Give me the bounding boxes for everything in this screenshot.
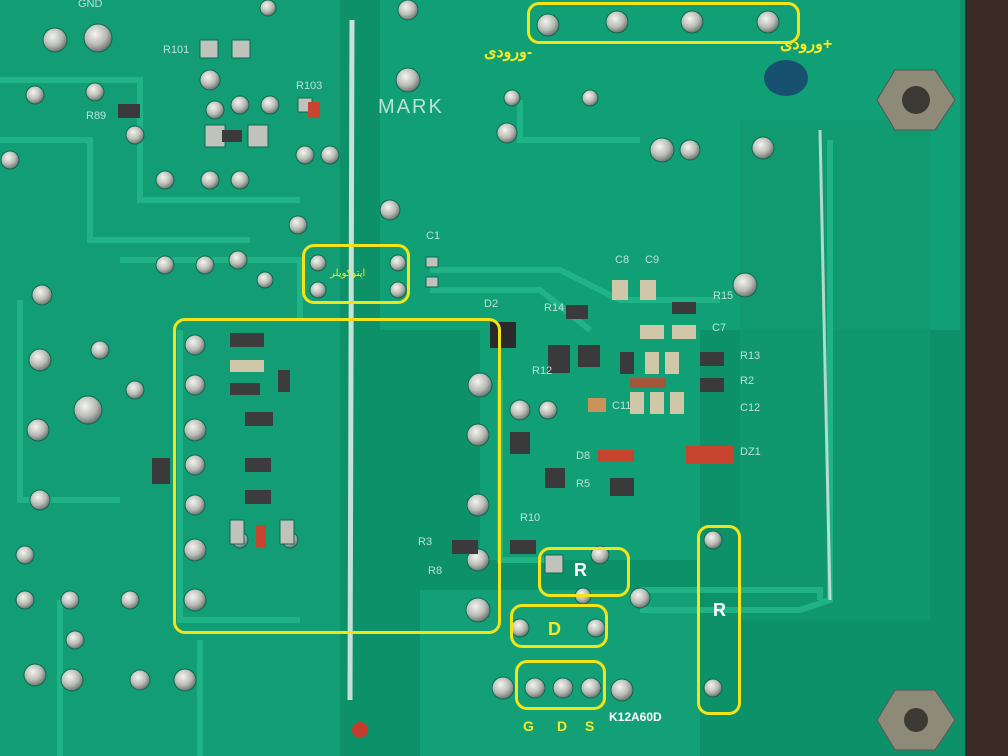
silk-r3: R3 xyxy=(418,536,433,548)
silk-c7: C7 xyxy=(712,322,727,334)
pin-d-label: D xyxy=(557,718,568,734)
silk-r12: R12 xyxy=(532,365,553,377)
silk-c9: C9 xyxy=(645,254,660,266)
smd-components xyxy=(118,102,734,554)
pin-s-label: S xyxy=(585,718,595,734)
d-label: D xyxy=(548,619,561,639)
silk-r5: R5 xyxy=(576,478,591,490)
silk-d8: D8 xyxy=(576,450,591,462)
mounting-nut-bottom xyxy=(876,689,956,751)
silk-c11: C11 xyxy=(612,400,632,412)
r-small-label: R xyxy=(574,560,587,580)
left-components-box xyxy=(173,318,501,634)
silk-r10: R10 xyxy=(520,512,541,524)
silk-r15: R15 xyxy=(713,290,734,302)
r-tall-label: R xyxy=(713,600,726,620)
r-small-box xyxy=(538,547,630,597)
silk-r14: R14 xyxy=(544,302,565,314)
input-negative-label: -ورودی xyxy=(484,44,533,61)
silk-r103: R103 xyxy=(296,80,323,92)
silk-r8: R8 xyxy=(428,565,443,577)
silk-mark: MARK xyxy=(378,96,444,118)
silk-d2: D2 xyxy=(484,298,499,310)
silk-r101: R101 xyxy=(163,44,190,56)
input-positive-label: +ورودی xyxy=(780,36,833,53)
silkscreen-divider-line xyxy=(347,19,355,701)
silk-r2: R2 xyxy=(740,375,755,387)
r-tall-box xyxy=(697,525,741,715)
optocoupler-box xyxy=(302,244,410,304)
input-terminals-box xyxy=(527,2,800,44)
silk-c12: C12 xyxy=(740,402,761,414)
part-number-label: K12A60D xyxy=(609,710,662,724)
silk-r89: R89 xyxy=(86,110,107,122)
silk-r13: R13 xyxy=(740,350,761,362)
optocoupler-label: اپتوکوپلر xyxy=(330,268,366,279)
mounting-nut-top xyxy=(876,69,956,131)
silk-dz1: DZ1 xyxy=(740,446,761,458)
silk-c1: C1 xyxy=(426,230,441,242)
silk-gnd: GND xyxy=(78,0,103,10)
mosfet-pins-box xyxy=(515,660,606,710)
silk-c8: C8 xyxy=(615,254,630,266)
d-box xyxy=(510,604,608,648)
pin-g-label: G xyxy=(523,718,534,734)
